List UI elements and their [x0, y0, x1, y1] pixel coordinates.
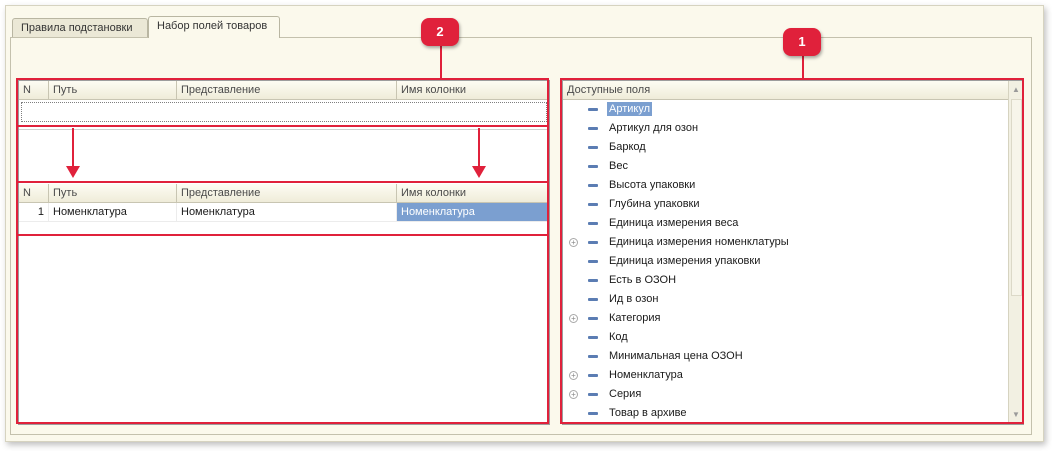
annotation-badge-2: 2	[421, 18, 459, 46]
tree-item[interactable]: Товар в архиве	[563, 404, 1023, 423]
column-header-n[interactable]: N	[19, 81, 49, 99]
tree-item[interactable]: Артикул	[563, 100, 1023, 119]
table-row[interactable]: 1 Номенклатура Номенклатура Номенклатура	[19, 203, 549, 222]
tree-item-label: Единица измерения номенклатуры	[609, 236, 789, 248]
tree-item[interactable]: Ид в озон	[563, 290, 1023, 309]
bottom-grid-header: N Путь Представление Имя колонки	[19, 184, 549, 203]
column-header-n[interactable]: N	[19, 184, 49, 202]
badge-1-connector	[802, 52, 804, 79]
top-grid: N Путь Представление Имя колонки	[19, 81, 549, 122]
column-header-column-name[interactable]: Имя колонки	[397, 184, 549, 202]
column-header-path[interactable]: Путь	[49, 184, 177, 202]
cell-representation[interactable]: Номенклатура	[177, 203, 397, 221]
fields-set-pane: N Путь Представление Имя колонки N Путь …	[18, 80, 550, 425]
tree-item-label: Артикул для озон	[609, 122, 699, 134]
field-icon	[588, 374, 598, 377]
tree-item[interactable]: Глубина упаковки	[563, 195, 1023, 214]
tree-item[interactable]: + Номенклатура	[563, 366, 1023, 385]
tree-item-label: Ид в озон	[609, 293, 659, 305]
field-icon	[588, 260, 598, 263]
field-icon	[588, 241, 598, 244]
column-header-path[interactable]: Путь	[49, 81, 177, 99]
tree-item[interactable]: Минимальная цена ОЗОН	[563, 347, 1023, 366]
grid-divider	[19, 129, 549, 130]
expand-plus-icon[interactable]: +	[569, 314, 578, 323]
field-icon	[588, 279, 598, 282]
field-icon	[588, 184, 598, 187]
column-header-representation[interactable]: Представление	[177, 184, 397, 202]
scroll-down-icon[interactable]: ▼	[1012, 410, 1020, 419]
tab-substitution-rules[interactable]: Правила подстановки	[12, 18, 148, 38]
cell-n[interactable]: 1	[19, 203, 49, 221]
arrow-down-icon	[66, 166, 80, 178]
tree-item-label: Товар в архиве	[609, 407, 687, 419]
field-icon	[588, 165, 598, 168]
column-header-column-name[interactable]: Имя колонки	[397, 81, 549, 99]
tree-item-label: Единица измерения упаковки	[609, 255, 761, 267]
tree-item[interactable]: Код	[563, 328, 1023, 347]
field-icon	[588, 222, 598, 225]
tree-item[interactable]: + Серия	[563, 385, 1023, 404]
tree-item-label: Есть в ОЗОН	[609, 274, 677, 286]
field-icon	[588, 146, 598, 149]
expand-plus-icon[interactable]: +	[569, 238, 578, 247]
field-icon	[588, 393, 598, 396]
badge-2-connector	[440, 44, 442, 79]
tree-item[interactable]: Есть в ОЗОН	[563, 271, 1023, 290]
tree-item-label: Минимальная цена ОЗОН	[609, 350, 743, 362]
field-icon	[588, 412, 598, 415]
field-icon	[588, 317, 598, 320]
annotation-arrow-right	[478, 128, 480, 168]
field-icon	[588, 355, 598, 358]
cell-column-name[interactable]: Номенклатура	[397, 203, 549, 221]
expand-plus-icon[interactable]: +	[569, 371, 578, 380]
tree-item-label: Единица измерения веса	[609, 217, 739, 229]
tree-item[interactable]: Единица измерения веса	[563, 214, 1023, 233]
bottom-grid: N Путь Представление Имя колонки 1 Номен…	[19, 184, 549, 222]
tree-item-label: Высота упаковки	[609, 179, 696, 191]
tree-item[interactable]: Высота упаковки	[563, 176, 1023, 195]
tree-item-label: Серия	[609, 388, 642, 400]
tree-item-label: Категория	[609, 312, 661, 324]
cell-path[interactable]: Номенклатура	[49, 203, 177, 221]
tree-item-label: Вес	[609, 160, 628, 172]
tree-item[interactable]: + Категория	[563, 309, 1023, 328]
scroll-thumb[interactable]	[1011, 99, 1022, 296]
tree-item-label: Код	[609, 331, 628, 343]
field-icon	[588, 108, 598, 111]
column-header-representation[interactable]: Представление	[177, 81, 397, 99]
arrow-down-icon	[472, 166, 486, 178]
tree-item[interactable]: Баркод	[563, 138, 1023, 157]
available-fields-header: Доступные поля	[563, 81, 1023, 100]
scroll-up-icon[interactable]: ▲	[1012, 85, 1020, 94]
vertical-scrollbar[interactable]: ▲ ▼	[1008, 81, 1023, 424]
field-icon	[588, 203, 598, 206]
top-grid-header: N Путь Представление Имя колонки	[19, 81, 549, 100]
tree-item[interactable]: Вес	[563, 157, 1023, 176]
annotation-badge-1: 1	[783, 28, 821, 56]
empty-new-row[interactable]	[21, 102, 547, 122]
field-icon	[588, 127, 598, 130]
tree-item[interactable]: Артикул для озон	[563, 119, 1023, 138]
tab-product-fields[interactable]: Набор полей товаров	[148, 16, 280, 38]
tree-item-label: Артикул	[607, 102, 653, 116]
field-icon	[588, 336, 598, 339]
expand-plus-icon[interactable]: +	[569, 390, 578, 399]
tree-item-label: Баркод	[609, 141, 646, 153]
annotation-arrow-left	[72, 128, 74, 168]
field-icon	[588, 298, 598, 301]
tree-item[interactable]: + Единица измерения номенклатуры	[563, 233, 1023, 252]
tree-item-label: Номенклатура	[609, 369, 683, 381]
tree-item-label: Глубина упаковки	[609, 198, 700, 210]
tree-item[interactable]: Единица измерения упаковки	[563, 252, 1023, 271]
